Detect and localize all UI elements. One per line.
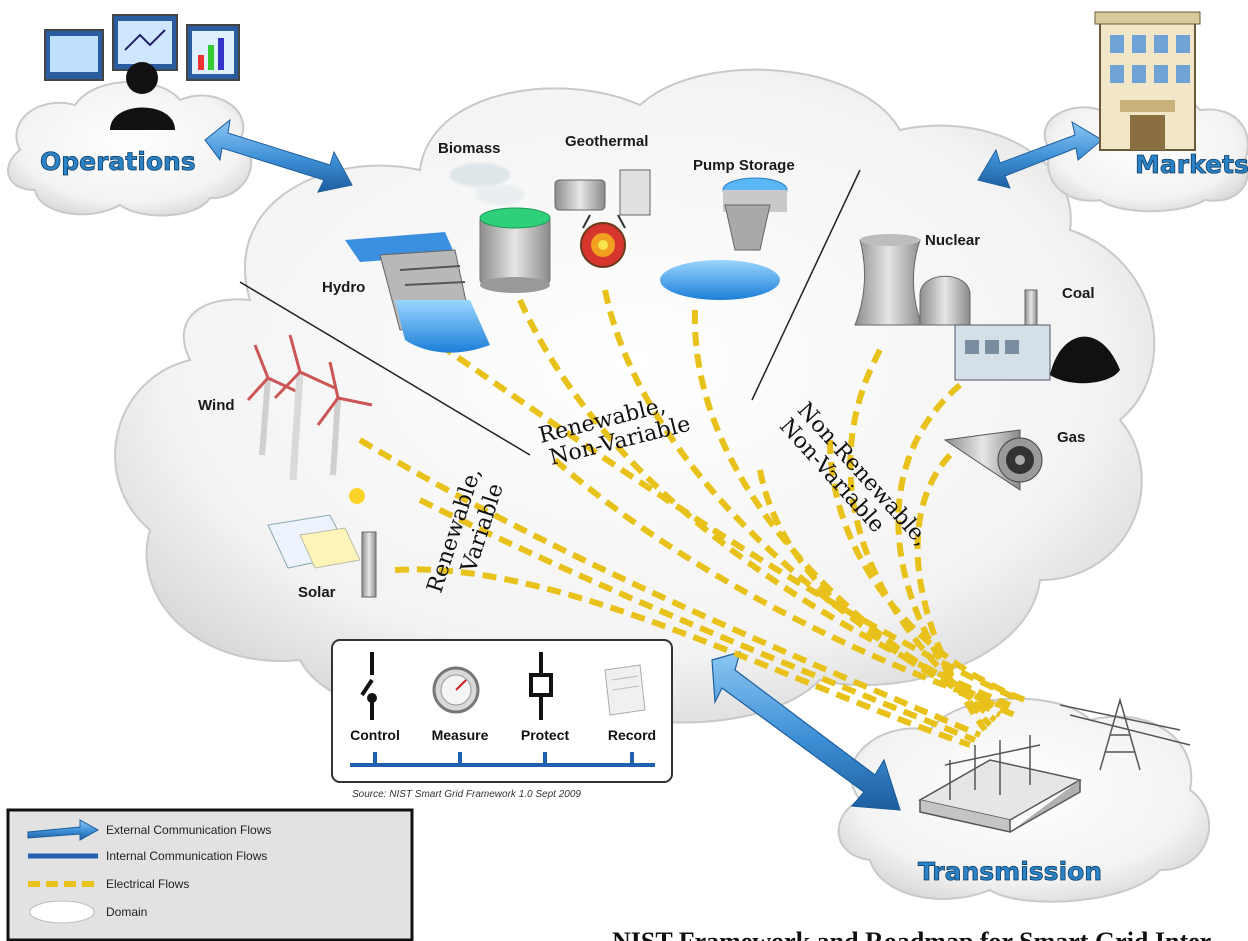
nuclear-plant-icon [854, 234, 971, 326]
flow-biomass [517, 298, 1012, 708]
flow-hydro [438, 342, 1022, 703]
wind-turbines-icon [246, 334, 373, 481]
divider-line-left [239, 281, 531, 456]
flow-mid-1 [553, 457, 1016, 713]
protect-label: Protect [521, 727, 570, 743]
operations-label: Operations [40, 147, 196, 176]
flow-mid-3 [827, 439, 1027, 703]
pump-storage-label: Pump Storage [693, 157, 795, 174]
coal-plant-icon [954, 289, 1120, 384]
source-note: Source: NIST Smart Grid Framework 1.0 Se… [352, 789, 581, 800]
solar-label: Solar [298, 584, 336, 601]
hydro-label: Hydro [322, 279, 365, 296]
operations-workstation-icon [44, 14, 240, 130]
device-toolbox: Control Measure Protect Record [331, 639, 673, 783]
figure-caption: NIST Framework and Roadmap for Smart Gri… [612, 927, 1211, 941]
control-switch-icon [360, 652, 377, 720]
legend-internal-label: Internal Communication Flows [106, 849, 267, 863]
flow-mid-2 [757, 469, 1017, 718]
flow-wind-1 [358, 437, 982, 738]
legend-external-label: External Communication Flows [106, 823, 271, 837]
markets-building-icon [1094, 11, 1201, 151]
solar-panels-icon [267, 488, 377, 598]
transmission-substation-icon [917, 697, 1191, 833]
nuclear-label: Nuclear [925, 232, 980, 249]
flow-solar [394, 566, 971, 748]
gas-turbine-icon [943, 429, 1043, 491]
flow-coal [895, 382, 993, 728]
protect-breaker-icon [529, 652, 553, 720]
control-label: Control [350, 727, 400, 743]
legend-electrical-label: Electrical Flows [106, 877, 189, 891]
biomass-label: Biomass [438, 140, 501, 157]
geothermal-label: Geothermal [565, 133, 648, 150]
record-scroll-icon [604, 664, 646, 716]
record-label: Record [608, 727, 656, 743]
electrical-flows [358, 289, 1027, 748]
biomass-icon [450, 163, 551, 293]
markets-label: Markets [1135, 150, 1248, 179]
measure-label: Measure [432, 727, 489, 743]
pump-storage-icon [660, 177, 788, 300]
geothermal-icon [554, 169, 651, 268]
internal-communication-bus [350, 752, 655, 767]
operations-cloud [7, 80, 253, 217]
measure-gauge-icon [432, 666, 480, 714]
legend-domain-icon [29, 900, 95, 924]
hydro-dam-icon [345, 232, 490, 353]
legend: External Communication Flows Internal Co… [6, 808, 414, 941]
divider-line-right [751, 169, 861, 401]
coal-label: Coal [1062, 285, 1095, 302]
gas-label: Gas [1057, 429, 1085, 446]
external-flow-arrow-operations [204, 118, 353, 193]
external-flow-arrow-transmission [711, 651, 901, 811]
legend-domain-label: Domain [106, 905, 147, 919]
wind-label: Wind [198, 397, 235, 414]
transmission-label: Transmission [918, 857, 1102, 886]
legend-external-flow-icon [27, 819, 100, 841]
